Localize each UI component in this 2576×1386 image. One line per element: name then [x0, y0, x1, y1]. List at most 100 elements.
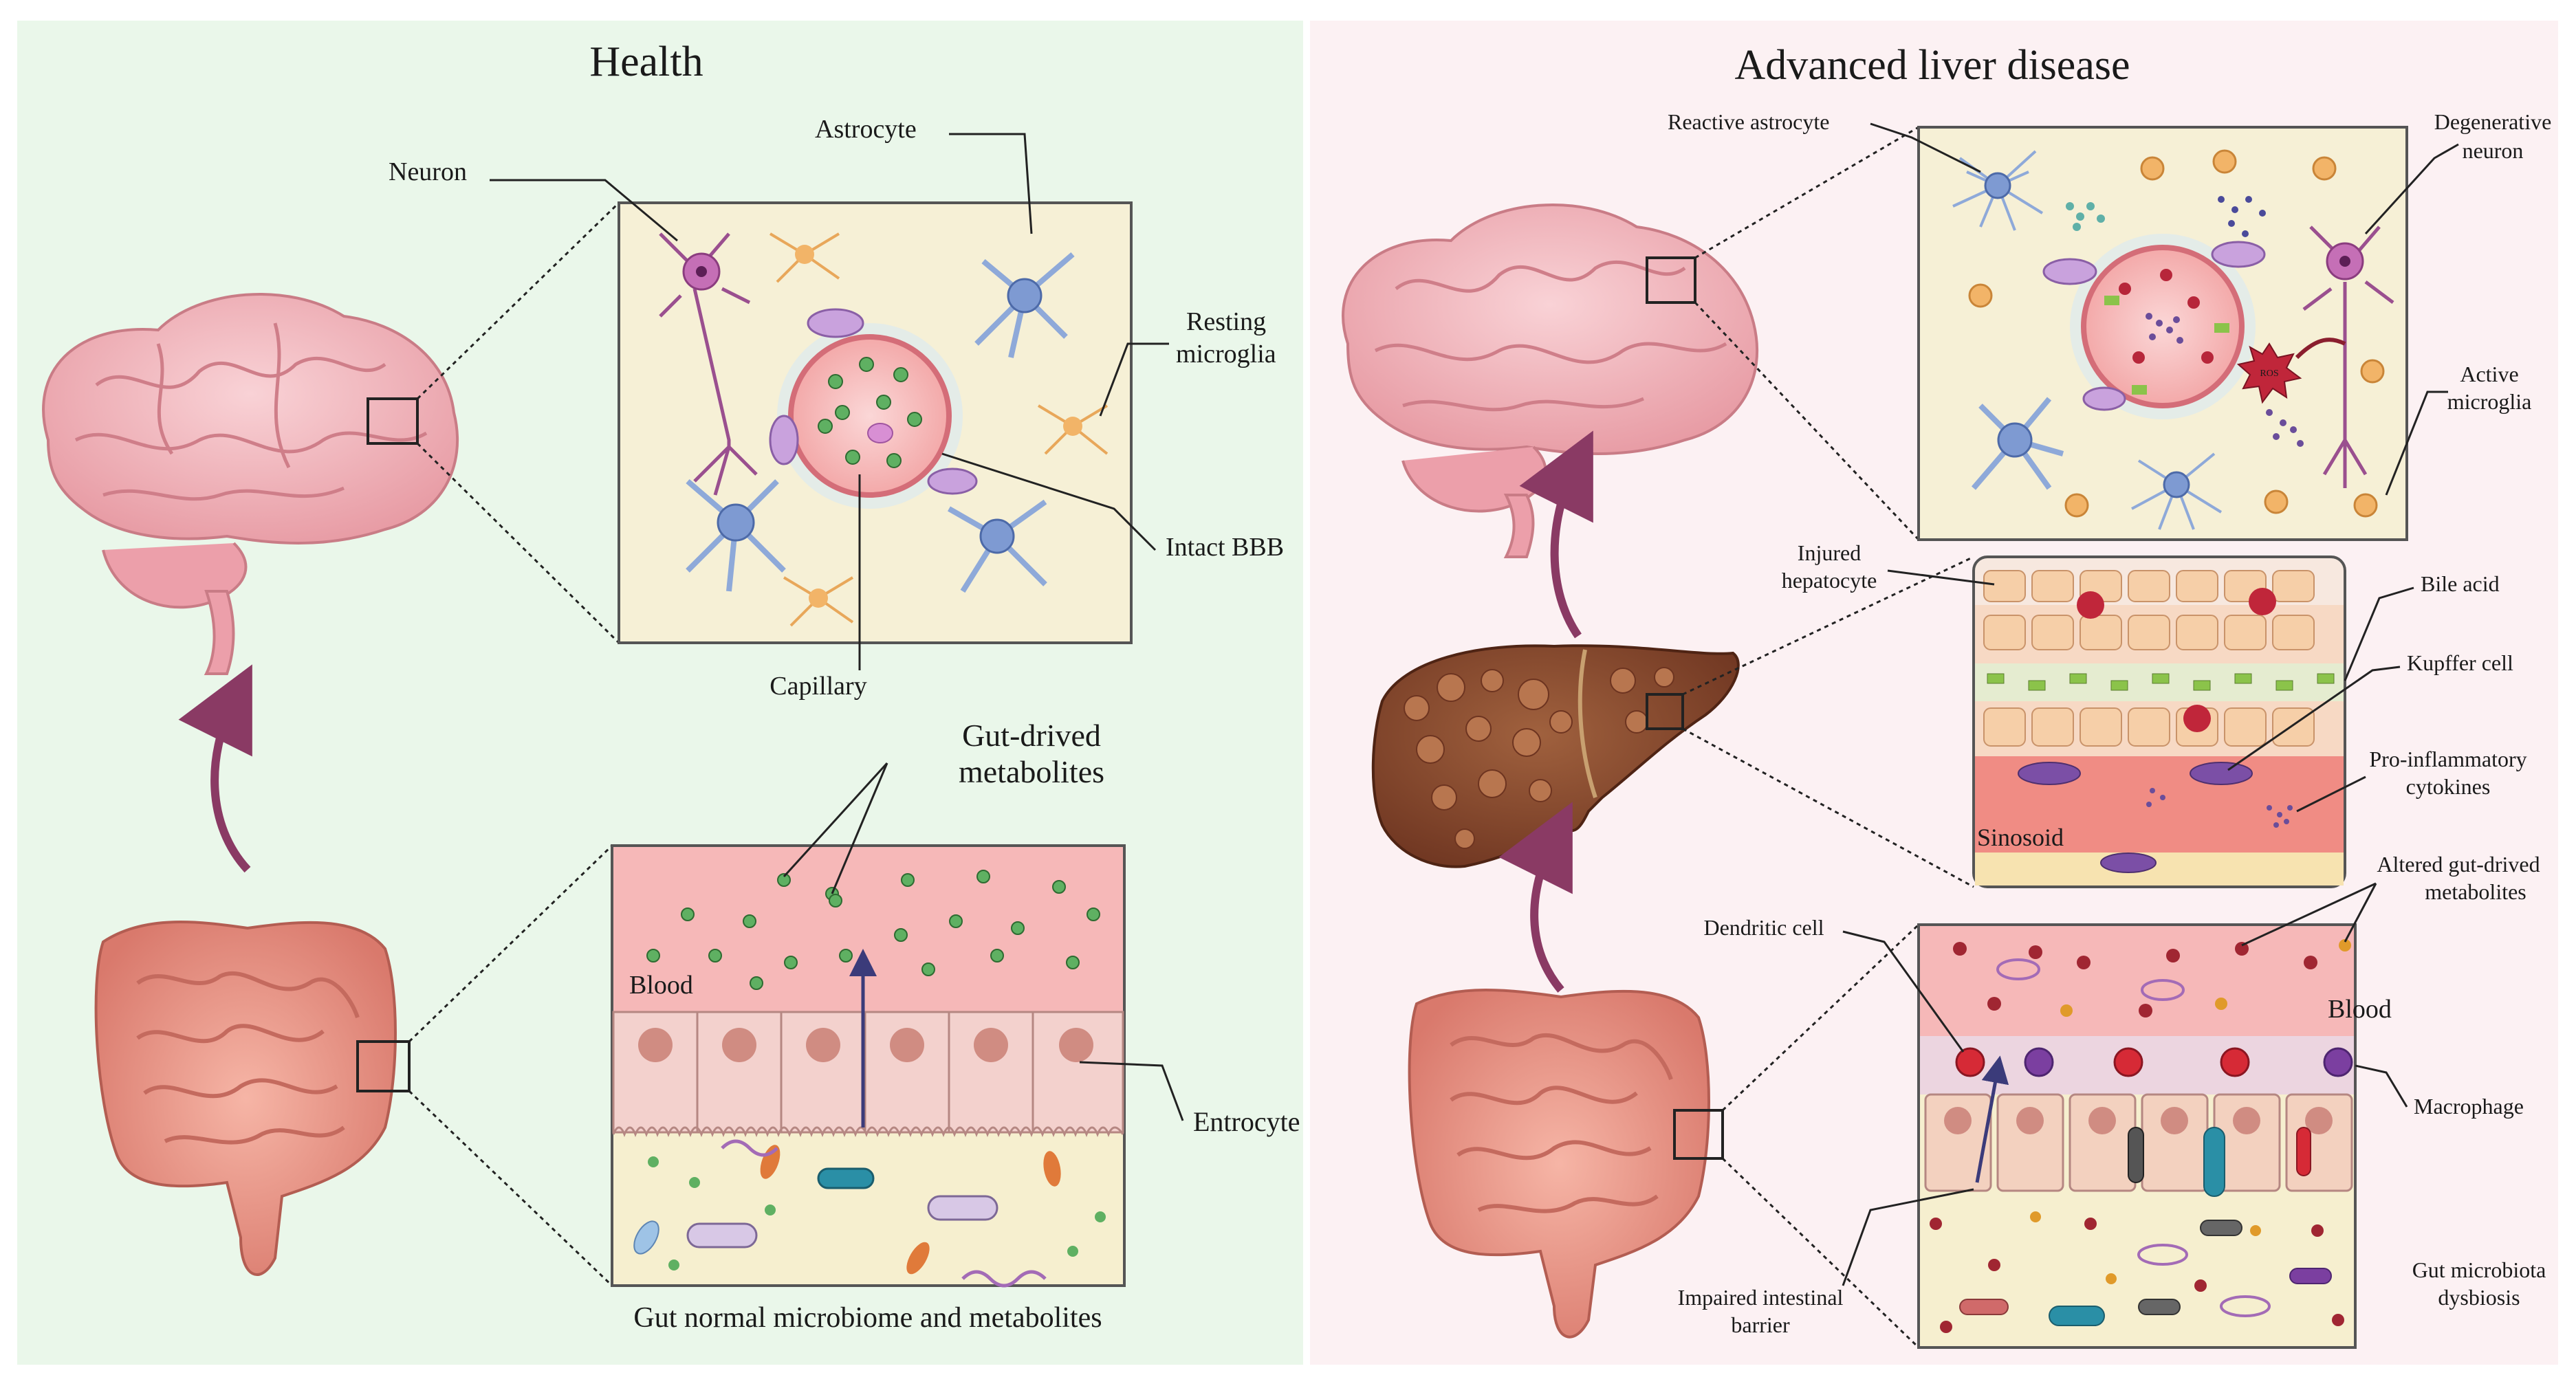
label-blood-left: Blood [629, 971, 693, 1000]
label-active-microglia-2: microglia [2447, 389, 2532, 414]
liver-ros-bursts [2077, 588, 2276, 732]
label-impaired-barrier-2: barrier [1731, 1312, 1790, 1337]
label-astrocyte: Astrocyte [815, 115, 917, 144]
leader-dendritic-cell [1842, 930, 1965, 1053]
active-microglia-cells [1968, 149, 2385, 518]
label-gut-metabolites-1: Gut-drived [962, 718, 1101, 753]
degenerative-neuron-cell [2302, 226, 2394, 488]
healthy-gut-inset [611, 844, 1126, 1288]
liver-sinusoid-inset [1972, 556, 2346, 888]
label-dysbiosis-1: Gut microbiota [2412, 1257, 2546, 1282]
leader-macrophage [2355, 1064, 2408, 1108]
gut-to-brain-arrow-left [178, 664, 252, 873]
disease-gut-illustration [1408, 989, 1724, 1339]
label-gut-metabolites-2: metabolites [959, 754, 1104, 789]
astrocyte-cell-disease [1971, 397, 2064, 490]
label-dysbiosis-2: dysbiosis [2438, 1285, 2520, 1310]
label-capillary: Capillary [769, 672, 866, 701]
blood-metabolite-dots [646, 870, 1100, 990]
label-pro-inflammatory-1: Pro-inflammatory [2369, 747, 2526, 771]
leader-intact-bbb [941, 452, 1157, 551]
disease-title: Advanced liver disease [1735, 42, 2130, 89]
brain-zoom-box [367, 397, 419, 445]
label-altered-metabolites-2: metabolites [2425, 879, 2526, 904]
kupffer-cells [2018, 762, 2253, 873]
label-injured-hepatocyte-1: Injured [1798, 540, 1861, 565]
reactive-astrocyte-cell-2 [2131, 452, 2223, 530]
ros-label: ROS [2260, 368, 2278, 379]
neuron-cell [659, 232, 758, 496]
dysbiotic-bacteria [1930, 1127, 2344, 1333]
dendritic-macrophage-cells [1955, 1047, 2353, 1077]
leader-reactive-astrocyte [1870, 122, 1981, 173]
disease-gut-zoom-top [1721, 923, 1920, 1112]
label-impaired-barrier-1: Impaired intestinal [1678, 1285, 1844, 1310]
label-macrophage: Macrophage [2414, 1094, 2524, 1119]
leader-injured-hepatocyte [1887, 569, 1995, 586]
gut-zoom-line-top [408, 844, 613, 1043]
label-intact-bbb: Intact BBB [1166, 533, 1284, 562]
bile-acid-particles [1987, 673, 2335, 691]
liver-nodules [1404, 667, 1674, 849]
liver-zoom-top [1682, 556, 1974, 696]
label-pro-inflammatory-2: cytokines [2406, 774, 2491, 799]
translocation-arrow [1975, 1055, 2009, 1183]
cytokine-dots [2146, 788, 2293, 828]
label-active-microglia-1: Active [2460, 362, 2518, 386]
leader-gut-metabolites-2 [831, 762, 888, 894]
health-title: Health [589, 38, 703, 85]
dysbiosis-gut-inset [1917, 923, 2357, 1349]
metabolite-dots-capillary [818, 357, 922, 468]
label-sinosoid: Sinosoid [1977, 824, 2064, 851]
leader-active-microglia [2385, 390, 2448, 496]
disease-brain-zoom-box [1646, 256, 1696, 304]
label-bile-acid: Bile acid [2421, 571, 2500, 596]
label-resting-microglia-2: microglia [1176, 340, 1276, 368]
leader-gut-metabolites-1 [783, 762, 888, 878]
label-dendritic-cell: Dendritic cell [1703, 915, 1824, 940]
leader-altered-metabolites-2 [2344, 883, 2377, 943]
label-altered-metabolites-1: Altered gut-drived [2377, 852, 2540, 877]
entrocyte-row [612, 1011, 1124, 1134]
astrocyte-cell-3 [948, 499, 1047, 593]
leader-resting-microglia [1099, 342, 1169, 417]
leader-kupffer-cell [2227, 666, 2401, 771]
gut-to-liver-arrow [1498, 802, 1573, 993]
label-gut-caption: Gut normal microbiome and metabolites [633, 1302, 1102, 1334]
leader-entrocyte [1079, 1061, 1184, 1121]
cirrhotic-liver-illustration [1371, 644, 1740, 868]
disease-neurovascular-inset: ROS [1917, 126, 2408, 541]
gut-zoom-line-bottom [408, 1090, 613, 1287]
healthy-brain-illustration [42, 293, 459, 675]
label-degenerative-neuron-2: neuron [2463, 138, 2524, 163]
astrocyte-cell-2 [686, 478, 786, 592]
label-neuron: Neuron [389, 157, 467, 186]
label-entrocyte: Entrocyte [1193, 1106, 1300, 1137]
leader-degenerative-neuron [2364, 143, 2459, 235]
leader-pro-inflammatory [2296, 776, 2366, 813]
label-resting-microglia-1: Resting [1186, 307, 1266, 336]
resting-microglia-cell [769, 232, 1109, 627]
healthy-neurovascular-inset [618, 201, 1133, 644]
disease-brain-illustration [1342, 204, 1759, 558]
astrocyte-cell [974, 252, 1075, 358]
gut-zoom-box [356, 1040, 411, 1092]
liver-zoom-bottom [1682, 727, 1974, 888]
brain-zoom-line-bottom [416, 442, 620, 644]
blood-layer [613, 847, 1123, 1012]
leader-altered-metabolites-1 [2241, 882, 2377, 947]
leader-bile-acid [2344, 586, 2414, 681]
leader-impaired-barrier [1842, 1188, 1974, 1286]
ros-burst [2236, 342, 2302, 404]
label-reactive-astrocyte: Reactive astrocyte [1668, 109, 1829, 134]
label-blood-right: Blood [2328, 995, 2392, 1024]
liver-zoom-box [1646, 693, 1684, 730]
liver-to-brain-arrow [1519, 430, 1593, 639]
brain-zoom-line-top [416, 201, 620, 400]
altered-metabolite-particles [1953, 939, 2351, 1018]
healthy-gut-illustration [94, 921, 411, 1276]
hepatocyte-grid [1983, 570, 2315, 747]
label-kupffer-cell: Kupffer cell [2407, 650, 2513, 675]
label-degenerative-neuron-1: Degenerative [2434, 109, 2552, 134]
disease-brain-zoom-top [1694, 126, 1919, 259]
